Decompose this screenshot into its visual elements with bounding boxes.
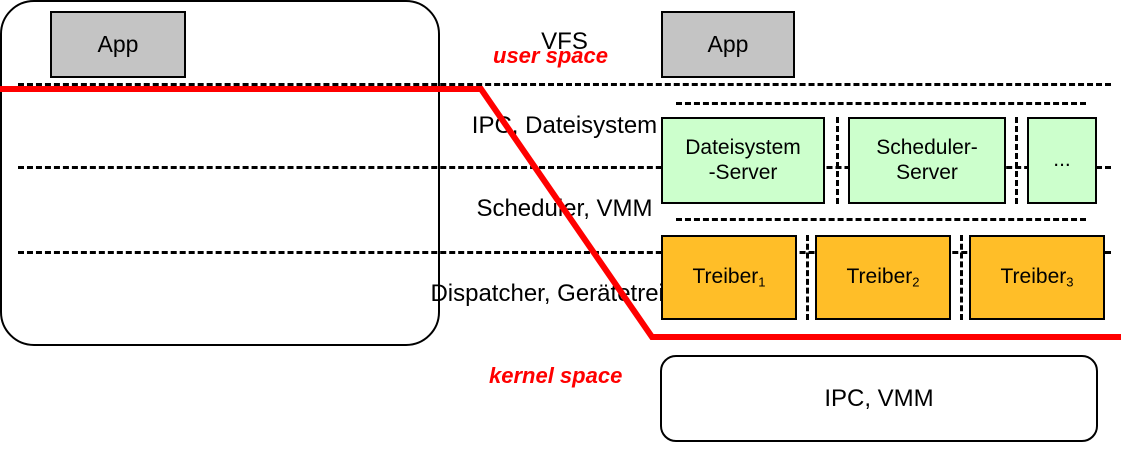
driver-box-3: Treiber3 xyxy=(969,235,1105,320)
server-box-dateisystem-line1: Dateisystem xyxy=(685,136,801,160)
driver-box-2-label: Treiber2 xyxy=(847,265,920,291)
left-app-label: App xyxy=(97,31,139,58)
server-box-scheduler-line2: Server xyxy=(896,160,958,184)
kernel-layer-divider-1 xyxy=(18,83,1111,86)
server-box-scheduler-line1: Scheduler- xyxy=(876,136,978,160)
server-divider-1 xyxy=(836,117,839,204)
driver-box-1-index: 1 xyxy=(758,274,766,290)
monolithic-kernel-box: VFS IPC, Dateisystem Scheduler, VMM Disp… xyxy=(0,0,1111,346)
driver-divider-2 xyxy=(960,235,963,320)
driver-box-1-name: Treiber xyxy=(692,264,759,288)
driver-box-2-name: Treiber xyxy=(846,264,913,288)
server-box-dateisystem-line2: -Server xyxy=(708,160,778,184)
kernel-layer-ipc-dateisystem-label: IPC, Dateisystem xyxy=(471,112,658,139)
server-divider-2 xyxy=(1015,117,1018,204)
kernel-space-label: kernel space xyxy=(489,363,623,388)
driver-box-2-index: 2 xyxy=(912,274,920,290)
driver-box-1-label: Treiber1 xyxy=(693,265,766,291)
driver-box-2: Treiber2 xyxy=(815,235,951,320)
microkernel-base-label: IPC, VMM xyxy=(824,384,934,412)
kernel-layer-scheduler-vmm-label: Scheduler, VMM xyxy=(476,195,653,222)
user-space-label: user space xyxy=(493,43,608,68)
server-box-dateisystem-label: Dateisystem -Server xyxy=(685,136,801,184)
kernel-layer-vfs: VFS xyxy=(0,0,1129,84)
server-box-dateisystem: Dateisystem -Server xyxy=(661,117,825,204)
server-band-top-divider xyxy=(676,102,1086,105)
driver-box-1: Treiber1 xyxy=(661,235,797,320)
left-app-box: App xyxy=(50,11,186,78)
driver-divider-1 xyxy=(806,235,809,320)
right-app-label: App xyxy=(707,31,749,58)
kernel-layer-vfs-label: VFS xyxy=(541,28,588,55)
driver-box-3-index: 3 xyxy=(1066,274,1074,290)
kernel-layer-dispatcher-geraetetreiber-label: Dispatcher, Gerätetreiber xyxy=(430,280,699,307)
server-box-more: ... xyxy=(1027,117,1097,204)
server-box-scheduler-label: Scheduler- Server xyxy=(876,136,978,184)
driver-box-3-label: Treiber3 xyxy=(1001,265,1074,291)
server-box-scheduler: Scheduler- Server xyxy=(848,117,1006,204)
driver-box-3-name: Treiber xyxy=(1000,264,1067,288)
microkernel-base-box: IPC, VMM xyxy=(660,355,1098,442)
server-band-bottom-divider xyxy=(676,218,1086,221)
server-box-more-label: ... xyxy=(1053,148,1071,172)
right-app-box: App xyxy=(661,11,795,78)
